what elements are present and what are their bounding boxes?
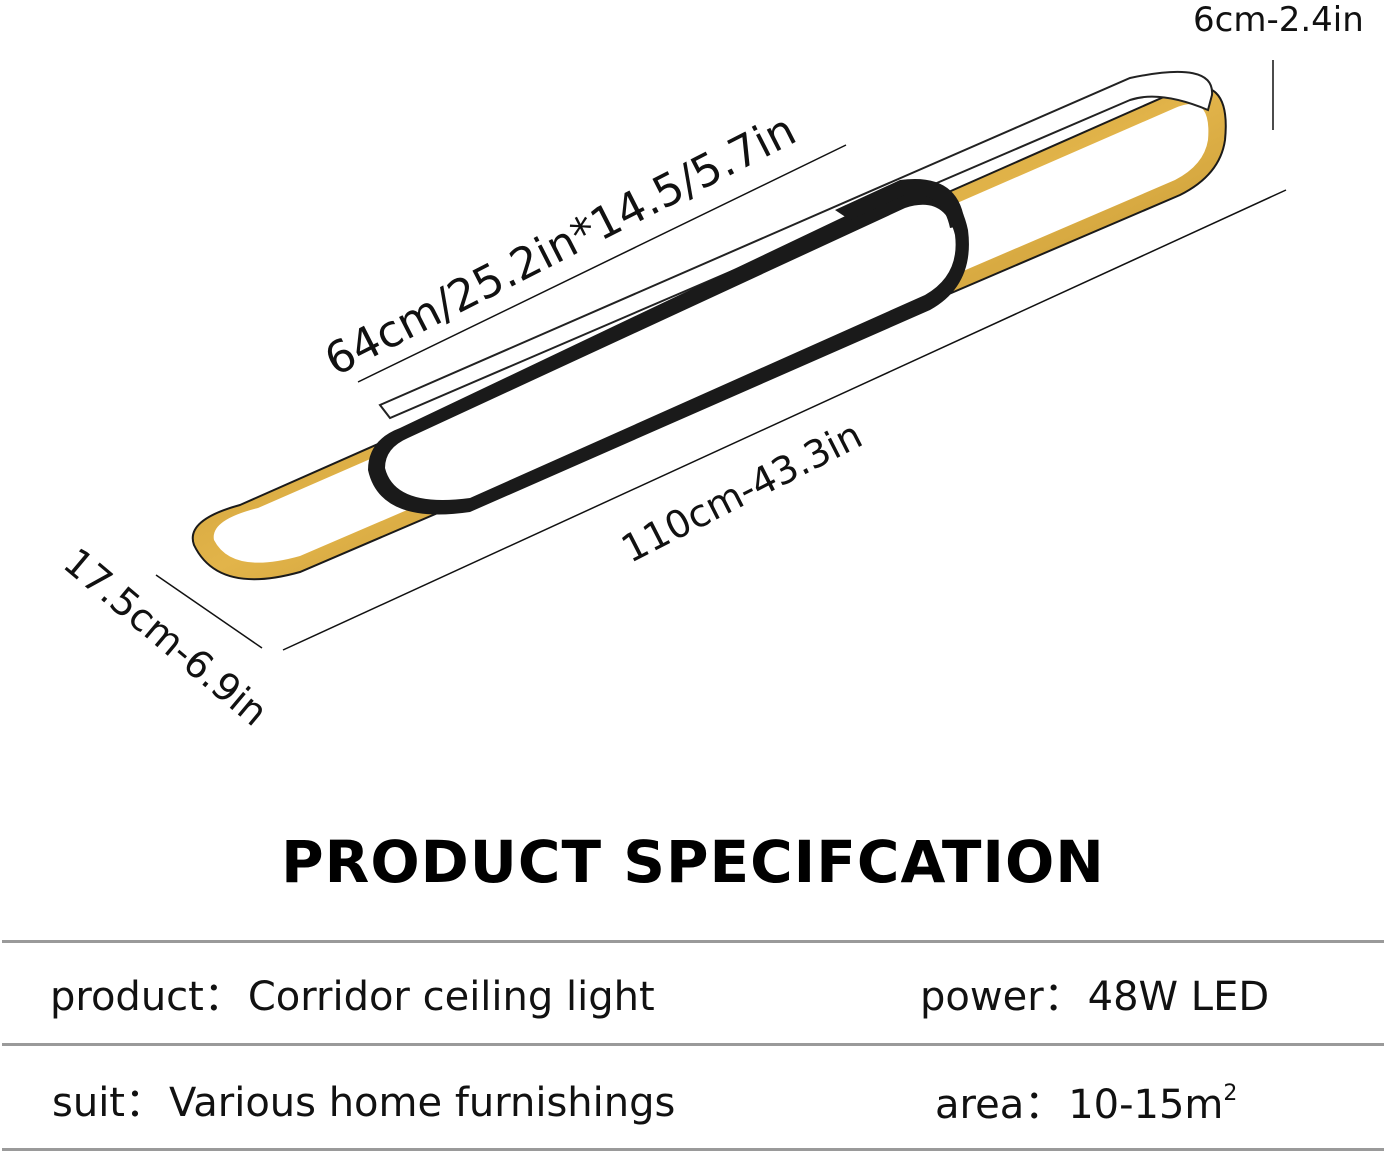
power-row: power48W LED xyxy=(920,964,1269,1022)
height-dimension-label: 6cm-2.4in xyxy=(1193,0,1364,40)
spec-title: PRODUCT SPECIFCATION xyxy=(281,828,1105,896)
suit-row: suitVarious home furnishings xyxy=(52,1070,675,1128)
inner-dimension-line xyxy=(357,144,847,383)
white-light-strip xyxy=(378,70,1214,420)
suit-value: Various home furnishings xyxy=(169,1080,676,1126)
length-dimension-line xyxy=(282,189,1287,651)
suit-key: suit xyxy=(52,1080,169,1126)
ceiling-light-drawing xyxy=(155,60,1287,651)
area-row: area10-15m2 xyxy=(935,1072,1237,1130)
width-dimension-line xyxy=(155,574,263,649)
product-value: Corridor ceiling light xyxy=(247,974,655,1020)
power-key: power xyxy=(920,974,1088,1020)
power-value: 48W LED xyxy=(1087,974,1270,1020)
area-value: 10-15m xyxy=(1068,1082,1224,1128)
divider xyxy=(2,1043,1384,1046)
area-superscript: 2 xyxy=(1223,1081,1238,1106)
area-key: area xyxy=(935,1082,1068,1128)
divider xyxy=(2,940,1384,943)
divider xyxy=(2,1148,1384,1151)
product-row: productCorridor ceiling light xyxy=(50,964,655,1022)
inner-black-panel xyxy=(368,178,969,515)
product-key: product xyxy=(50,974,248,1020)
product-dimension-illustration: 6cm-2.4in 64cm/25.2in*14.5/5.7in 110cm-4… xyxy=(55,0,1364,735)
